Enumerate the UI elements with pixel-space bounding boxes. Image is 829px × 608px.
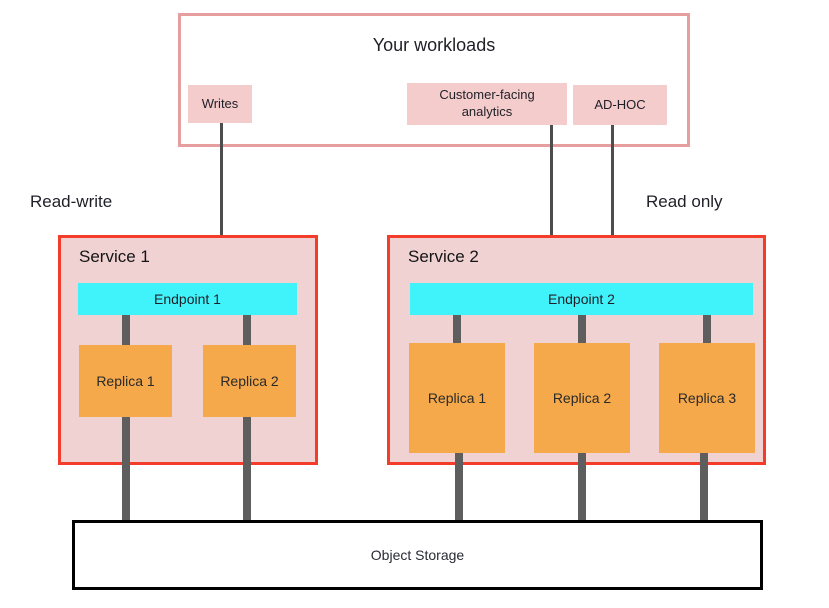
service-2-replica-2: Replica 2 — [534, 343, 630, 453]
service-1-title: Service 1 — [79, 247, 150, 266]
service-2-box: Service 2 Endpoint 2 Replica 1 Replica 2… — [387, 235, 766, 465]
object-storage-box: Object Storage — [72, 520, 763, 590]
service-1-replica-1: Replica 1 — [79, 345, 172, 417]
service-2-endpoint-replica2-connector — [578, 315, 586, 343]
service-1-replica-2: Replica 2 — [203, 345, 296, 417]
workload-chip-ad-hoc: AD-HOC — [573, 85, 667, 125]
service1-replica1-storage-connector — [122, 417, 130, 523]
service2-replica2-storage-connector — [578, 453, 586, 523]
workload-chip-writes: Writes — [188, 85, 252, 123]
service-2-endpoint-replica1-connector — [453, 315, 461, 343]
analytics-arrow-line — [550, 125, 553, 267]
service-2-replica-3: Replica 3 — [659, 343, 755, 453]
service-2-endpoint-replica3-connector — [703, 315, 711, 343]
service-2-endpoint: Endpoint 2 — [410, 283, 753, 315]
service-1-endpoint-replica2-connector — [243, 315, 251, 345]
service-1-endpoint-replica1-connector — [122, 315, 130, 345]
writes-arrow-line — [220, 123, 223, 266]
workload-chip-customer-facing-analytics: Customer-facing analytics — [407, 83, 567, 125]
read-only-label: Read only — [646, 192, 723, 211]
service1-replica2-storage-connector — [243, 417, 251, 523]
object-storage-label: Object Storage — [370, 547, 465, 563]
service-2-replica-1: Replica 1 — [409, 343, 505, 453]
workloads-title: Your workloads — [372, 35, 496, 55]
service-1-box: Service 1 Endpoint 1 Replica 1 Replica 2 — [58, 235, 318, 465]
service2-replica3-storage-connector — [700, 453, 708, 523]
service-2-title: Service 2 — [408, 247, 479, 266]
adhoc-arrow-line — [611, 125, 614, 267]
read-write-label: Read-write — [30, 192, 113, 211]
service-1-endpoint: Endpoint 1 — [78, 283, 297, 315]
service2-replica1-storage-connector — [455, 453, 463, 523]
